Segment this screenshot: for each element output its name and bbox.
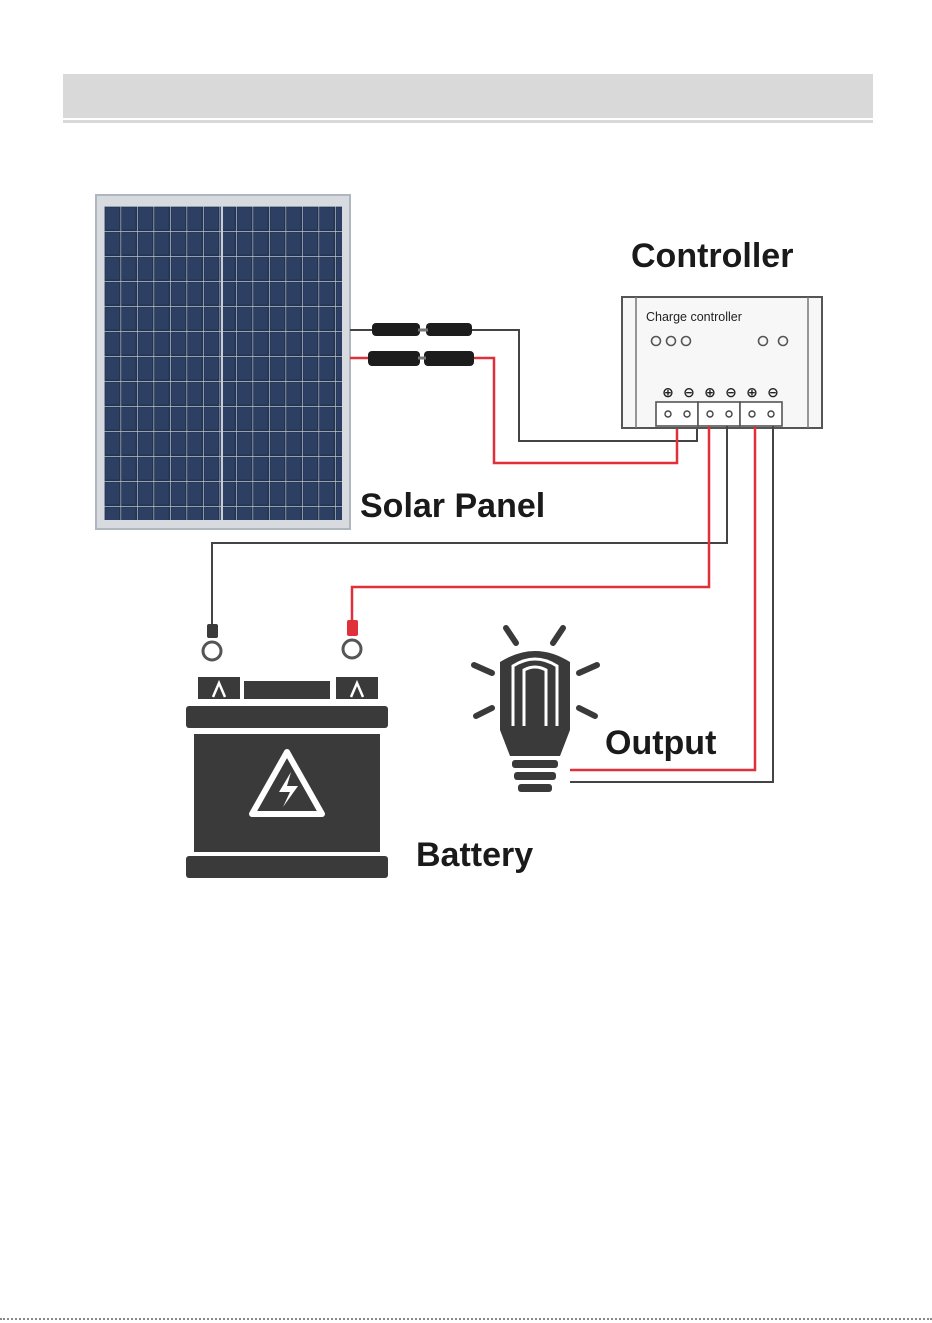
solar-panel-label: Solar Panel xyxy=(360,487,545,525)
output-label: Output xyxy=(605,724,716,762)
mc4-connector-positive xyxy=(368,351,474,366)
terminal-symbol: ⊖ xyxy=(725,385,737,401)
terminal-symbol: ⊖ xyxy=(767,385,779,401)
controller-label: Controller xyxy=(631,237,793,275)
terminal-symbol: ⊕ xyxy=(704,385,716,401)
charge-controller-label: Charge controller xyxy=(646,310,742,324)
ring-terminal-negative xyxy=(203,624,221,660)
light-bulb-icon xyxy=(474,628,597,792)
mc4-connector-negative xyxy=(372,323,472,336)
terminal-symbol: ⊕ xyxy=(662,385,674,401)
battery-icon xyxy=(186,677,388,878)
terminal-symbol: ⊕ xyxy=(746,385,758,401)
solar-panel-icon xyxy=(96,195,350,529)
terminal-symbol: ⊖ xyxy=(683,385,695,401)
footer-rule xyxy=(0,1318,932,1320)
battery-label: Battery xyxy=(416,836,533,874)
ring-terminal-positive xyxy=(343,620,361,658)
